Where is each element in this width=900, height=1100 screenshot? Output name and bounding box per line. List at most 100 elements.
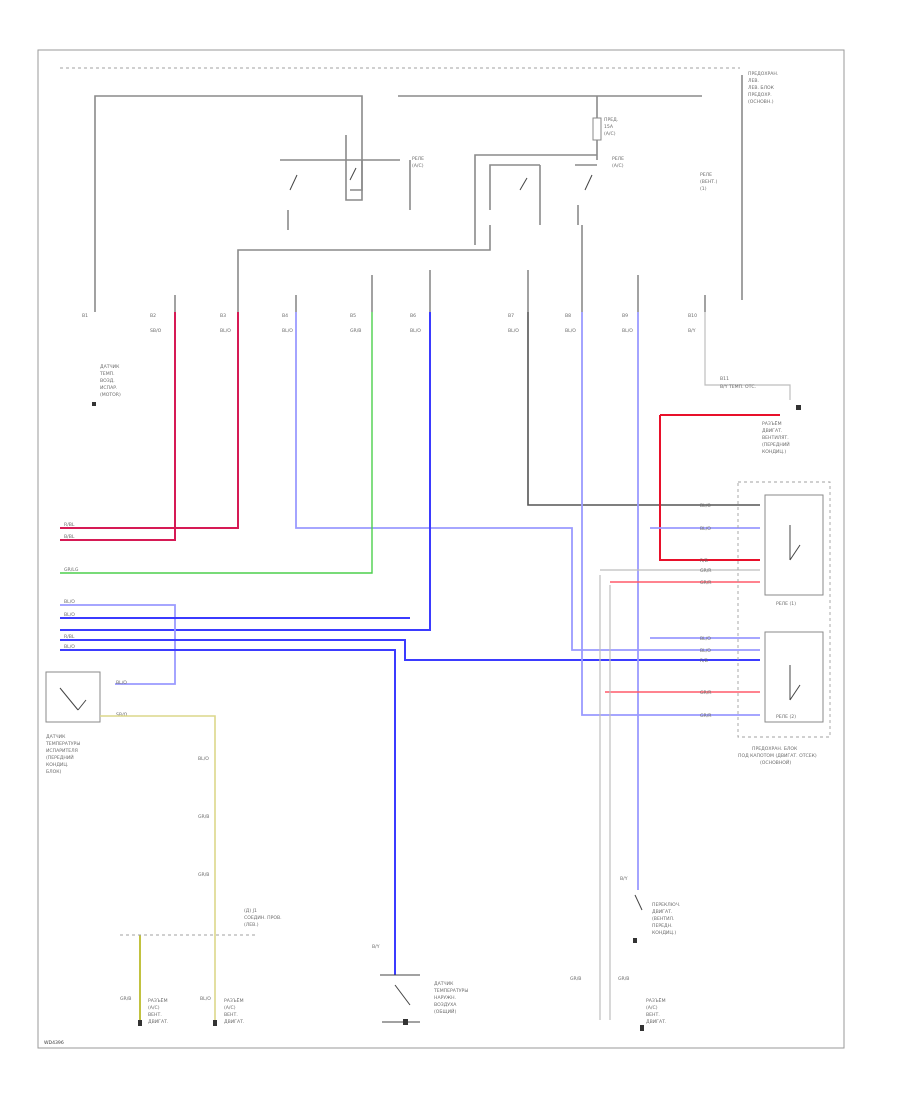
blue-wire-b6 — [60, 312, 431, 631]
svg-text:(Д) J1: (Д) J1 — [244, 908, 257, 914]
right-connector-ground — [796, 405, 801, 410]
svg-text:R/BL: R/BL — [64, 522, 75, 528]
svg-text:BL/O: BL/O — [700, 648, 711, 654]
svg-text:(MOTOR): (MOTOR) — [100, 392, 121, 398]
svg-text:GR/B: GR/B — [120, 996, 131, 1002]
svg-text:BL/O: BL/O — [700, 503, 711, 509]
svg-text:ВЕНТ.: ВЕНТ. — [148, 1012, 162, 1018]
relay-block-outline — [737, 481, 831, 738]
svg-text:ЛЕВ.: ЛЕВ. — [748, 78, 759, 84]
svg-text:ДАТЧИК: ДАТЧИК — [434, 981, 454, 987]
svg-text:ДАТЧИК: ДАТЧИК — [100, 364, 120, 370]
svg-text:ДАТЧИК: ДАТЧИК — [46, 734, 66, 740]
svg-text:РЕЛЕ: РЕЛЕ — [700, 172, 712, 178]
left-wire-labels: R/BL B/BL GR/LG BL/O BL/O R/BL BL/O — [64, 522, 79, 650]
svg-text:BL/O: BL/O — [508, 328, 519, 334]
svg-text:BL/O: BL/O — [220, 328, 231, 334]
svg-text:ДВИГАТ.: ДВИГАТ. — [646, 1019, 666, 1025]
svg-text:B10: B10 — [688, 313, 697, 319]
svg-text:B/Y: B/Y — [620, 876, 628, 882]
svg-text:GR/B: GR/B — [350, 328, 361, 334]
svg-text:B/Y: B/Y — [372, 944, 380, 950]
svg-text:(A/C): (A/C) — [224, 1005, 236, 1011]
svg-text:РАЗЪЁМ: РАЗЪЁМ — [646, 997, 666, 1004]
svg-text:B5: B5 — [350, 313, 356, 319]
footer-code: WD4396 — [44, 1040, 64, 1046]
svg-text:РАЗЪЁМ: РАЗЪЁМ — [148, 997, 168, 1004]
svg-text:ВЕНТ.: ВЕНТ. — [224, 1012, 238, 1018]
svg-text:ДВИГАТ.: ДВИГАТ. — [148, 1019, 168, 1025]
svg-text:БЛОК): БЛОК) — [46, 769, 61, 775]
svg-text:BL/O: BL/O — [198, 756, 209, 762]
left-motor-note: ДАТЧИК ТЕМП. ВОЗД. ИСПАР. (MOTOR) — [92, 364, 121, 406]
relay-box-1: РЕЛЕ (1) — [764, 494, 824, 607]
relay-box-2: РЕЛЕ (2) — [764, 631, 824, 723]
svg-text:GR/R: GR/R — [700, 580, 712, 586]
svg-text:КОНДИЦ.): КОНДИЦ.) — [762, 449, 786, 455]
svg-text:GR/R: GR/R — [700, 713, 712, 719]
connector-row: B1 B2 B3 B4 B5 B6 B7 B8 B9 B10 B11 — [82, 313, 729, 382]
svg-text:ВОЗД.: ВОЗД. — [100, 378, 115, 384]
svg-text:РЕЛЕ (2): РЕЛЕ (2) — [776, 714, 796, 720]
svg-text:(ВЕНТ.): (ВЕНТ.) — [700, 179, 718, 185]
right-connector-note: B/Y ТЕМП. ОТС. РАЗЪЁМ ДВИГАТ. ВЕНТИЛЯТ. … — [720, 384, 790, 455]
svg-text:ТЕМПЕРАТУРЫ: ТЕМПЕРАТУРЫ — [433, 988, 468, 994]
svg-text:НАРУЖН.: НАРУЖН. — [434, 995, 456, 1001]
bottom-left-connector: РАЗЪЁМ (A/C) ВЕНТ. ДВИГАТ. — [138, 997, 168, 1026]
diagram-frame — [37, 49, 845, 1049]
svg-text:(ПЕРЕДНИЙ: (ПЕРЕДНИЙ — [762, 441, 790, 448]
fuse-ac: ПРЕД. 15А (A/C) — [592, 117, 618, 141]
svg-text:B/Y: B/Y — [688, 328, 696, 334]
top-right-note: ПРЕДОХРАН. ЛЕВ. ЛЕВ. БЛОК ПРЕДОХР. (ОСНО… — [748, 71, 778, 105]
svg-text:РЕЛЕ: РЕЛЕ — [612, 156, 624, 162]
svg-text:ПЕРЕДН.: ПЕРЕДН. — [652, 923, 673, 929]
svg-text:КОНДИЦ.: КОНДИЦ. — [46, 762, 68, 768]
svg-text:BL/O: BL/O — [282, 328, 293, 334]
svg-text:B1: B1 — [82, 313, 88, 319]
svg-text:(ОСНОВНОЙ): (ОСНОВНОЙ) — [760, 759, 791, 766]
svg-text:GR/LG: GR/LG — [64, 567, 79, 573]
svg-text:BL/O: BL/O — [700, 526, 711, 532]
svg-text:ПЕРЕКЛЮЧ.: ПЕРЕКЛЮЧ. — [652, 902, 680, 908]
svg-text:РАЗЪЁМ: РАЗЪЁМ — [224, 997, 244, 1004]
svg-text:B3: B3 — [220, 313, 226, 319]
relay-fan-c: РЕЛЕ (ВЕНТ.) (1) — [700, 172, 718, 192]
svg-text:(ОСНОВН.): (ОСНОВН.) — [748, 99, 774, 105]
svg-text:B11: B11 — [720, 376, 729, 382]
svg-text:(1): (1) — [700, 186, 707, 192]
relay-ac-a: РЕЛЕ (A/C) — [287, 156, 424, 230]
svg-text:(ЛЕВ.): (ЛЕВ.) — [244, 922, 259, 928]
svg-text:BL/O: BL/O — [700, 636, 711, 642]
green-wire — [60, 312, 373, 574]
svg-text:ПРЕДОХР.: ПРЕДОХР. — [748, 92, 772, 98]
svg-text:BL/O: BL/O — [116, 680, 127, 686]
red-wire-right-loop — [659, 415, 760, 561]
svg-text:15А: 15А — [604, 124, 614, 130]
svg-text:BL/O: BL/O — [565, 328, 576, 334]
svg-text:РЕЛЕ (1): РЕЛЕ (1) — [776, 601, 796, 607]
relay-block-note: ПРЕДОХРАН. БЛОК ПОД КАПОТОМ (ДВИГАТ. ОТС… — [738, 746, 817, 766]
bottom-mid-connector: РАЗЪЁМ (A/C) ВЕНТ. ДВИГАТ. — [213, 997, 244, 1026]
svg-text:ВЕНТ.: ВЕНТ. — [646, 1012, 660, 1018]
svg-text:(A/C): (A/C) — [612, 163, 624, 169]
svg-text:BL/O: BL/O — [410, 328, 421, 334]
svg-text:ЛЕВ. БЛОК: ЛЕВ. БЛОК — [748, 85, 775, 91]
svg-text:GR/B: GR/B — [198, 872, 209, 878]
splice-note: (Д) J1 СОЕДИН. ПРОВ. (ЛЕВ.) — [244, 908, 282, 928]
svg-text:B9: B9 — [622, 313, 628, 319]
svg-text:B7: B7 — [508, 313, 514, 319]
evaporator-sensor: BL/O SB/O ДАТЧИК ТЕМПЕРАТУРЫ ИСПАРИТЕЛЯ … — [45, 671, 128, 775]
upper-power-wiring — [94, 75, 743, 300]
blue-wire-b4 — [295, 312, 760, 651]
svg-text:B4: B4 — [282, 313, 288, 319]
svg-text:BL/O: BL/O — [64, 599, 75, 605]
svg-text:GR/R: GR/R — [700, 690, 712, 696]
svg-text:ПРЕДОХРАН. БЛОК: ПРЕДОХРАН. БЛОК — [752, 746, 798, 752]
svg-text:B2: B2 — [150, 313, 156, 319]
svg-text:GR/R: GR/R — [700, 568, 712, 574]
svg-text:B/BL: B/BL — [64, 534, 75, 540]
svg-text:GR/B: GR/B — [570, 976, 581, 982]
svg-text:R/B: R/B — [700, 558, 708, 564]
upper-stubs — [94, 225, 706, 312]
